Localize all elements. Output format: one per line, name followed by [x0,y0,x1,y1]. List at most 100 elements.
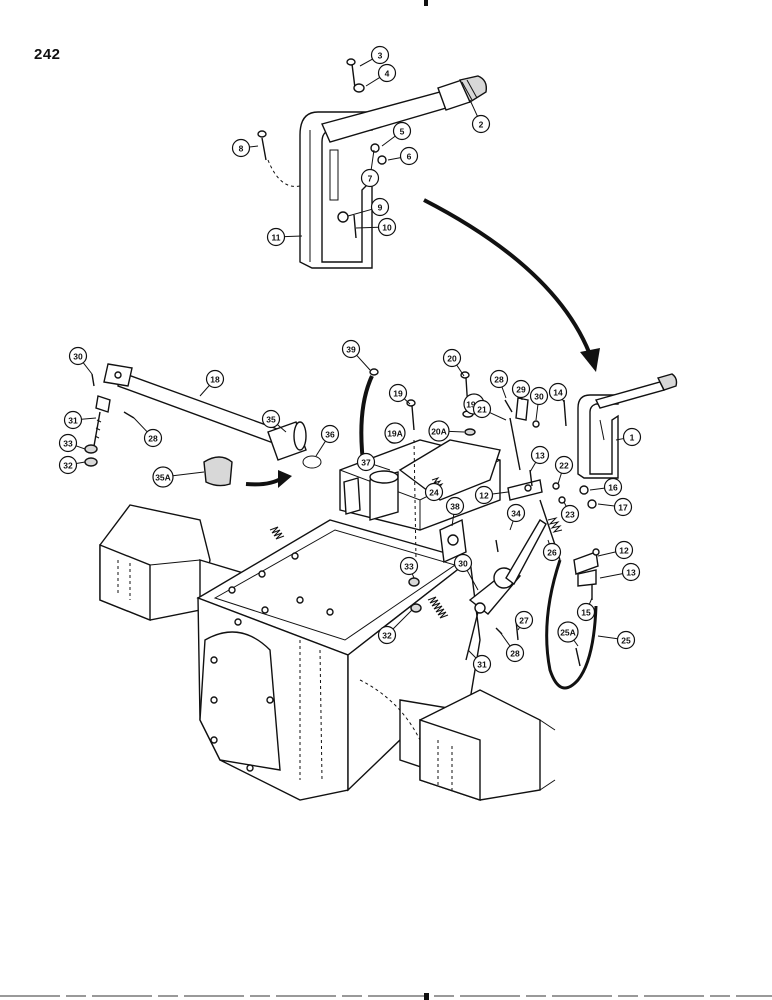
callout-leader [277,424,287,433]
callout-leader [589,487,605,491]
callout-circle [474,485,494,505]
callout-leader [199,385,210,397]
callout-circle [505,643,525,663]
callout-8: 8 [231,138,259,158]
callout-30: 30 [68,346,93,375]
assembly-arrow [423,198,600,372]
callout-21: 21 [472,399,507,421]
callout-number: 35 [266,415,276,425]
callout-leader [467,649,477,659]
callout-leader [615,438,624,441]
callout-leader [448,430,465,433]
callout-9: 9 [347,197,390,217]
callout-circle [576,602,596,622]
callout-circle [530,445,550,465]
callout-leader [359,58,373,67]
callout-circle [472,399,492,419]
callout-24: 24 [424,479,444,502]
callout-33: 33 [399,556,419,579]
callout-35: 35 [261,409,287,433]
callout-7: 7 [360,149,380,188]
rear-axle-housing [99,504,556,801]
callout-leader [347,208,372,217]
callout-36: 36 [315,424,340,457]
callout-leader [76,461,86,465]
callout-number: 33 [404,562,414,572]
callout-leader [381,135,396,147]
callout-number: 25 [621,636,631,646]
callout-leader [434,479,437,484]
callout-17: 17 [597,497,633,517]
callout-20a: 20A [428,420,465,442]
callout-leader [315,440,326,457]
callout-leader [489,412,507,421]
callout-number: 31 [477,660,487,670]
callout-2: 2 [469,99,491,134]
callout-1: 1 [615,427,642,447]
callout-circle [360,168,380,188]
callout-number: 9 [378,203,383,213]
callout-15: 15 [576,597,596,622]
callout-number: 23 [565,510,575,520]
callout-circle [453,553,473,573]
callout-28: 28 [489,369,509,399]
callout-number: 19A [466,400,482,410]
callout-12: 12 [474,485,509,505]
callout-circle [370,197,390,217]
callout-leader [82,362,93,375]
callout-number: 10 [382,223,392,233]
callout-circle [58,433,78,453]
callout-number: 37 [361,458,371,468]
callout-number: 30 [458,559,468,569]
callout-leader [597,503,615,507]
callout-circle [472,654,492,674]
callout-number: 20A [431,427,447,437]
callout-number: 17 [618,503,628,513]
callout-31: 31 [63,410,97,430]
callout-circle [613,497,633,517]
callout-leader [373,464,391,471]
callout-circle [489,369,509,389]
callout-35a: 35A [152,466,205,488]
callout-circle [392,121,412,141]
callout-circle [529,386,549,406]
callout-28: 28 [499,631,525,663]
callout-number: 38 [450,502,460,512]
callout-leader [456,364,465,377]
callout-leader [249,145,259,148]
callout-circle [557,621,579,643]
callout-leader [529,462,537,473]
callout-18: 18 [199,369,225,397]
callout-25a: 25A [557,621,579,647]
callout-number: 1 [630,433,635,443]
callout-circle [511,379,531,399]
callout-circle [143,428,163,448]
callout-5: 5 [381,121,412,147]
callout-number: 2 [479,120,484,130]
callout-number: 19A [387,429,403,439]
callout-leader [411,573,415,579]
callout-leader [451,514,455,527]
callout-number: 20 [447,354,457,364]
callout-circle [424,482,444,502]
callout-14: 14 [548,382,568,403]
callout-circle [152,466,174,488]
callout-33: 33 [58,433,86,453]
callout-number: 28 [510,649,520,659]
callout-number: 14 [553,388,563,398]
callout-number: 21 [477,405,487,415]
callout-19a: 19A [384,422,406,444]
callout-circle [370,45,390,65]
callout-number: 24 [429,488,439,498]
callout-number: 11 [272,233,281,243]
callout-37: 37 [356,452,391,472]
callout-31: 31 [467,649,492,674]
callout-leader [403,398,411,405]
callout-circle [320,424,340,444]
callout-leader [501,386,507,399]
callout-circle [388,383,408,403]
callout-12: 12 [597,540,634,560]
callout-leader [172,471,205,477]
callout-leader [499,631,511,647]
callout-22: 22 [554,455,574,485]
